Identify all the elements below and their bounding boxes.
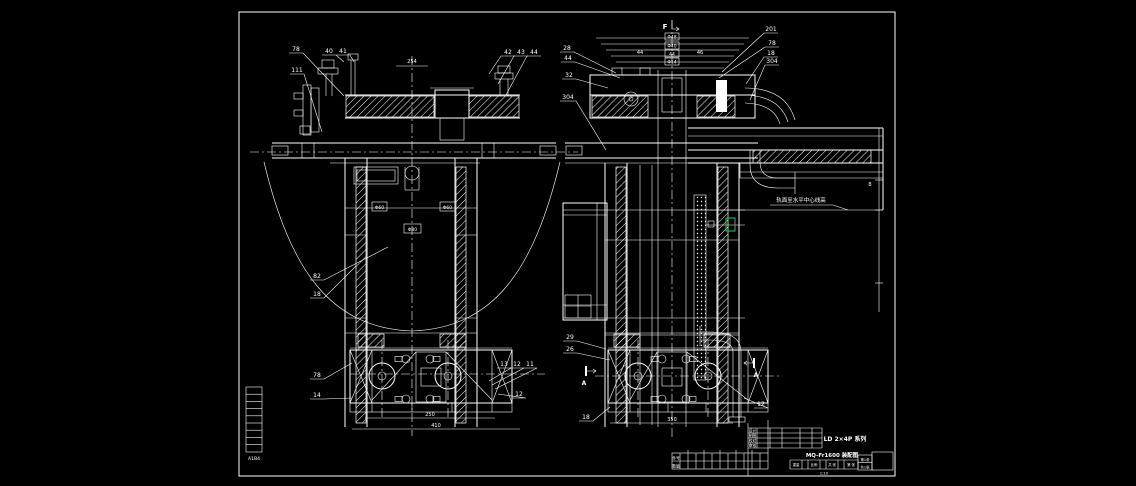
front-view: Φ60 Φ60 Φ80 254	[250, 46, 578, 436]
section-label: A	[582, 380, 587, 387]
drawing-title: MQ-Fr1600 装配图	[806, 451, 859, 459]
callout-label: 18	[582, 414, 590, 421]
dim-label: 44	[637, 50, 643, 56]
title-block: 设计 制图 校对 审核 LD 2×4P 系列 MQ-Fr1600 装配图 重量 …	[747, 423, 894, 476]
callout-label: 43	[517, 49, 525, 56]
bottom-carriage: 250 410	[345, 332, 520, 430]
series-label: LD 2×4P 系列	[824, 435, 867, 443]
dim-label: 44	[669, 52, 675, 58]
callout-label: 32	[565, 72, 573, 79]
callout-label: 12	[515, 391, 523, 398]
callout-label: 11	[526, 361, 534, 368]
callout-label: 18	[313, 291, 321, 298]
approval-row-label: 校对	[749, 438, 757, 443]
callout-label: 82	[313, 273, 321, 280]
scale-value: 1:10	[820, 471, 829, 476]
info-cell: 第 张	[847, 462, 855, 467]
top-flange-side	[589, 67, 756, 119]
dim-label: Φ80	[408, 227, 417, 233]
approval-table: 设计 制图 校对 审核	[748, 427, 823, 449]
callout-label: 304	[562, 94, 574, 101]
drawing-frame	[238, 11, 896, 477]
callout-label: 42	[504, 49, 512, 56]
view-direction-marker: F	[663, 20, 680, 32]
shaft-dimensions: Φ60 Φ60 Φ80 254	[345, 59, 477, 234]
drawing-number-box	[871, 451, 894, 471]
mid-plate-side	[565, 142, 758, 164]
sheet-boxes: 第1张 共1张	[857, 451, 894, 471]
pipe-note: 轨面至水平中心线高	[770, 196, 849, 211]
approval-row-label: 设计	[749, 428, 757, 433]
callout-label: 111	[291, 67, 303, 74]
legs	[344, 158, 478, 427]
callout-label: 78	[292, 46, 300, 53]
approval-row-label: 审核	[749, 443, 757, 448]
callout-label: 28	[563, 45, 571, 52]
dim-label: 410	[431, 423, 441, 429]
section-marks: A A	[582, 358, 759, 387]
dim-label: 254	[407, 59, 417, 65]
dim-label: 8	[868, 182, 871, 188]
callout-label: 13	[500, 361, 508, 368]
callout-label: 201	[765, 26, 777, 33]
sheet-cell: 共1张	[861, 465, 871, 470]
callout-label: 304	[766, 58, 778, 65]
section-label: A	[754, 372, 759, 379]
callout-label: 44	[564, 55, 572, 62]
revision-strip-label: A1B4	[248, 456, 260, 462]
rails: 8	[688, 127, 884, 312]
side-view-callouts: 28 44 32 304 201 78 18 304 29 26 18 12	[560, 26, 779, 422]
front-view-callouts: 78 111 40 41 42 43 44 82 18 78 14 13 12	[289, 46, 541, 400]
bottom-carriage-side: 350	[605, 332, 769, 424]
parts-row-label: 数量	[672, 464, 680, 469]
callout-label: 40	[325, 48, 333, 55]
revision-strip: A1B4	[245, 386, 263, 462]
parts-row-label: 件号	[672, 456, 680, 461]
info-cell: 比例	[811, 462, 818, 467]
dim-label: Φ48	[667, 35, 676, 41]
view-label: F	[663, 23, 668, 31]
dim-label: Φ60	[375, 205, 384, 211]
dim-label: Φ60	[443, 205, 452, 211]
pipe-elbow-top	[744, 87, 796, 125]
callout-label: 26	[566, 346, 574, 353]
top-dimension-ladder: Φ48 Φ40 44 Φ14 44 46	[596, 32, 749, 69]
callout-label: 14	[313, 392, 321, 399]
dim-label: Φ14	[667, 60, 676, 66]
left-bracket	[562, 202, 608, 321]
info-cell: 共 张	[828, 462, 836, 467]
callout-label: 12	[757, 401, 765, 408]
top-flange	[293, 53, 520, 141]
dim-label: 250	[425, 412, 435, 418]
callout-label: 12	[513, 361, 521, 368]
note-text: 轨面至水平中心线高	[776, 196, 826, 204]
callout-label: 44	[530, 49, 538, 56]
body-columns	[563, 118, 745, 427]
drum-arc	[263, 161, 561, 332]
mid-plate	[271, 142, 557, 191]
dim-label: Φ40	[667, 44, 676, 50]
side-view: F Φ48 Φ40 44 Φ14 44 46	[560, 20, 884, 440]
callout-label: 78	[313, 372, 321, 379]
callout-label: 18	[767, 50, 775, 57]
callout-label: 29	[566, 334, 574, 341]
sheet-cell: 第1张	[861, 457, 871, 462]
approval-row-label: 制图	[749, 433, 757, 438]
parts-strip: 件号 数量	[671, 420, 769, 470]
dim-label: 46	[697, 50, 703, 56]
callout-label: 78	[768, 40, 776, 47]
info-cell: 重量	[793, 462, 800, 467]
callout-label: 41	[339, 48, 347, 55]
dim-label: 350	[667, 417, 677, 423]
info-row: 重量 比例 共 张 第 张 1:10	[789, 459, 859, 476]
selection-highlight[interactable]	[705, 217, 745, 232]
